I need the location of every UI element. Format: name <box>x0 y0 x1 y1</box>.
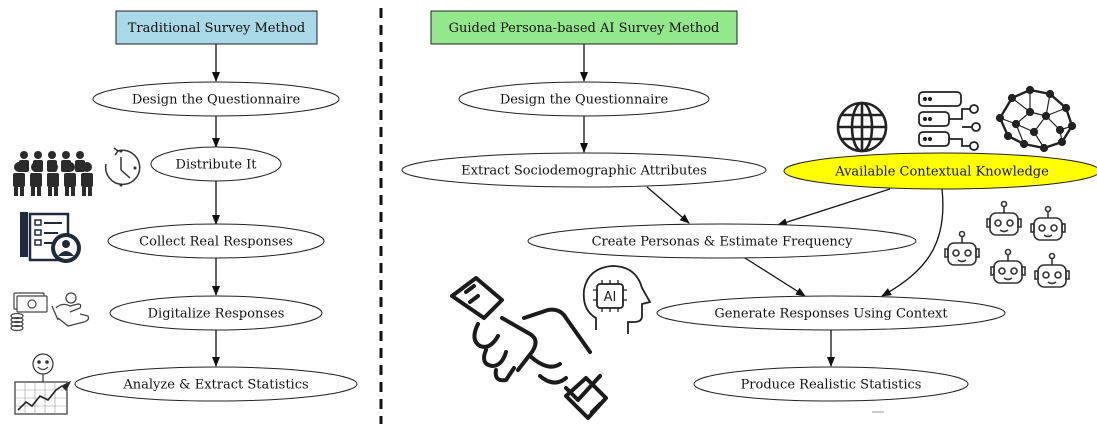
survey-form-user-icon <box>20 212 81 263</box>
right-node-extract-label: Extract Sociodemographic Attributes <box>461 164 707 179</box>
right-node-context-label: Available Contextual Knowledge <box>834 165 1049 180</box>
left-header-text: Traditional Survey Method <box>128 21 306 36</box>
robot-icon-2 <box>1030 205 1066 241</box>
ai-head-icon: AI <box>582 265 652 334</box>
right-header-box <box>430 10 738 45</box>
clock-icon <box>104 147 141 187</box>
left-step-distribute-label: Distribute It <box>176 158 258 173</box>
robot-icon-4 <box>990 248 1026 284</box>
robot-icon-1 <box>986 200 1022 236</box>
ai-chip-label: AI <box>604 290 617 305</box>
neural-network-icon <box>995 85 1077 153</box>
left-step-design-label: Design the Questionnaire <box>132 93 301 108</box>
right-node-produce-label: Produce Realistic Statistics <box>741 378 922 393</box>
money-icon <box>10 292 48 332</box>
right-arrow-extract-personas <box>646 186 690 224</box>
right-node-personas <box>527 223 917 259</box>
right-node-extract <box>401 152 767 188</box>
right-node-design-label: Design the Questionnaire <box>500 93 669 108</box>
hand-coin-icon <box>51 292 90 327</box>
right-node-personas-label: Create Personas & Estimate Frequency <box>592 235 853 250</box>
crowd-icon <box>13 151 93 196</box>
right-arrow-context-generate <box>881 188 944 297</box>
right-arrow-personas-generate <box>744 257 806 297</box>
left-step-analyze <box>74 366 358 402</box>
right-node-generate-label: Generate Responses Using Context <box>714 307 948 322</box>
left-flow: Traditional Survey Method Design the Que… <box>74 10 358 402</box>
left-step-collect-label: Collect Real Responses <box>139 235 293 250</box>
robot-icon-3 <box>944 230 980 266</box>
robot-icon-5 <box>1034 252 1070 288</box>
left-step-analyze-label: Analyze & Extract Statistics <box>122 378 308 393</box>
right-flow: Guided Persona-based AI Survey Method De… <box>401 10 1097 402</box>
left-step-digitalize-label: Digitalize Responses <box>148 307 285 322</box>
server-network-icon <box>918 91 981 151</box>
right-arrow-context-personas <box>777 188 891 227</box>
right-header-text: Guided Persona-based AI Survey Method <box>449 21 720 36</box>
globe-icon <box>836 101 888 153</box>
right-node-produce <box>693 366 969 402</box>
handshake-icon <box>450 276 608 420</box>
smiley-chart-icon <box>14 353 72 415</box>
